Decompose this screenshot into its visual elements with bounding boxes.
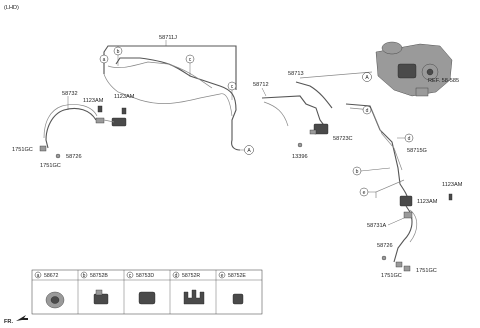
callout-c-top1: c [185,54,195,76]
label-58711j: 58711J [159,35,177,41]
svg-text:c: c [189,57,192,63]
svg-text:A: A [247,148,251,154]
callout-a-top: a [99,54,109,74]
svg-text:e: e [221,273,224,279]
svg-text:c: c [129,273,132,279]
svg-text:b: b [83,273,86,279]
legend-item-b: b 58752B [80,271,108,305]
svg-text:b: b [356,169,359,175]
label-1123am-c: 1123AM [442,182,463,188]
master-cylinder-assembly [375,41,453,97]
lead-58731a [387,217,405,226]
bolt-1123am-a [97,105,103,113]
svg-text:a: a [37,273,40,279]
callout-d-right2: d [397,133,414,143]
bolt-1123am-b [121,107,127,115]
bracket-58723c [309,123,329,135]
label-1123am-d: 1123AM [417,199,438,205]
callout-d-right1: d [362,105,372,115]
callout-b-right: b [352,166,391,176]
pipe-58715g [345,103,411,205]
svg-text:58752R: 58752R [182,273,200,279]
hose-58731a [393,195,418,263]
svg-text:e: e [363,190,366,196]
clip-13396 [297,142,303,148]
svg-text:d: d [408,136,411,142]
label-1751gc-d: 1751GC [381,273,402,279]
hose-58732 [43,104,127,149]
variant-label: (LHD) [4,5,19,11]
svg-text:58752E: 58752E [228,273,246,279]
callout-A-mid: A [240,145,254,155]
label-58726-b: 58726 [377,243,393,249]
label-58726-a: 58726 [66,154,82,160]
label-1123am-b: 1123AM [114,94,135,100]
clip-58726-a [55,153,61,159]
label-1751gc-c: 1751GC [416,268,437,274]
label-ref: REF. 58-585 [428,78,459,84]
pipe-58712 [261,95,327,129]
svg-text:c: c [231,84,234,90]
legend-item-a: a 58672 [34,271,65,309]
svg-text:d: d [175,273,178,279]
svg-text:58672: 58672 [44,273,59,279]
svg-text:a: a [103,57,106,63]
bolt-1123am-c [448,193,453,201]
callout-c-top2: c [227,81,237,100]
legend-item-d: d 58752R [172,271,205,305]
label-58732: 58732 [62,91,78,97]
front-marker: FR. [4,315,28,325]
label-1751gc-b: 1751GC [40,163,61,169]
label-58712: 58712 [253,82,269,88]
legend-item-e: e 58752E [218,271,246,305]
front-arrow-icon [16,315,28,321]
callout-b-top: b [113,46,123,66]
fitting-1751gc-c [395,261,411,272]
clip-58726-b [381,255,387,261]
callout-e-right: e [359,187,376,197]
callout-A-top: A [362,72,372,82]
svg-text:b: b [117,49,120,55]
lead-58712 [261,87,267,97]
label-13396: 13396 [292,154,308,160]
label-1751gc-a: 1751GC [12,147,33,153]
svg-text:58753D: 58753D [136,273,154,279]
svg-text:A: A [365,75,369,81]
label-58723c: 58723C [333,136,353,142]
legend-item-c: c 58753D [126,271,156,305]
label-58713: 58713 [288,71,304,77]
pipe-58713 [295,71,373,109]
label-1123am-a: 1123AM [83,98,104,104]
svg-text:58752B: 58752B [90,273,108,279]
legend-table: a 58672 b 58752B c 58753D d 58752R [31,269,263,315]
label-58731a: 58731A [367,223,387,229]
svg-text:FR.: FR. [4,319,13,325]
svg-text:d: d [366,108,369,114]
label-58715g: 58715G [407,148,427,154]
fitting-1751gc-a [39,145,47,152]
